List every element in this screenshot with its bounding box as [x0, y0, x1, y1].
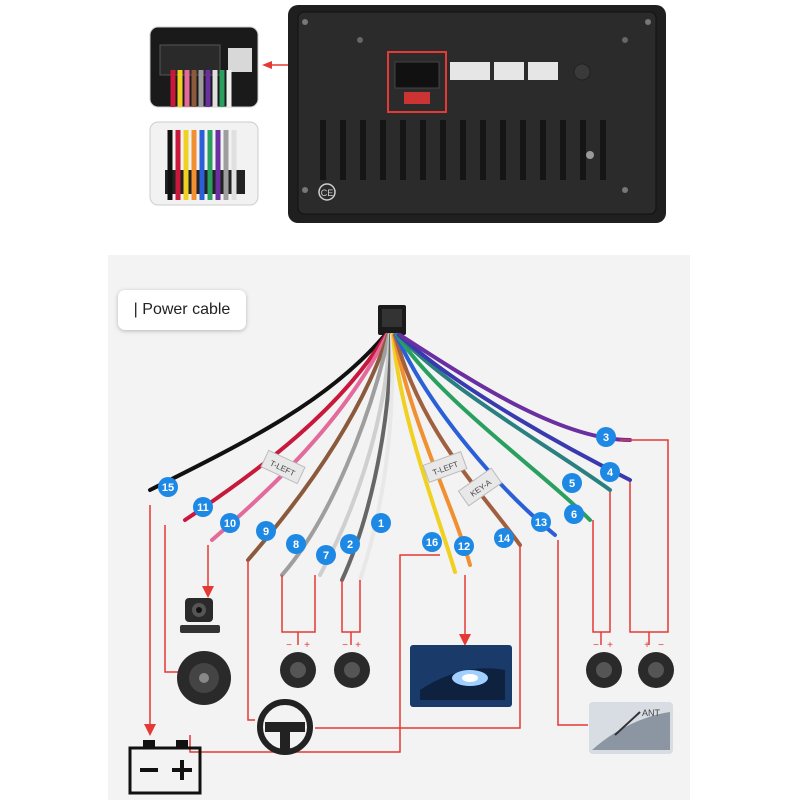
- wire-badge-10: 10: [224, 518, 236, 530]
- wire-badge-15: 15: [162, 482, 174, 494]
- wire-11-red: [183, 333, 388, 522]
- wire-badge-16: 16: [426, 537, 438, 549]
- power-cable-title: | Power cable: [118, 290, 246, 330]
- wire-1-white: [358, 333, 395, 582]
- wire-16-yellow: [391, 333, 457, 574]
- wire-badge-11: 11: [197, 502, 209, 514]
- reverse-camera-icon: [180, 598, 220, 633]
- wire-badge-8: 8: [293, 539, 299, 551]
- ce-mark: CE: [321, 188, 334, 198]
- wire-2-gray: [340, 333, 393, 582]
- battery-icon: [128, 740, 202, 795]
- svg-text:+: +: [607, 640, 613, 651]
- wire-6-green: [395, 333, 592, 522]
- svg-text:+: +: [644, 640, 650, 651]
- speaker-icon: [334, 652, 370, 688]
- routing-lines: [144, 439, 669, 753]
- speaker-icon: [586, 652, 622, 688]
- headlight-icon: [410, 645, 512, 707]
- svg-text:+: +: [355, 640, 361, 651]
- svg-text:−: −: [658, 640, 664, 651]
- head-unit-rear: CE: [288, 5, 666, 223]
- steering-wheel-icon: [257, 699, 313, 755]
- svg-text:+: +: [304, 640, 310, 651]
- wire-5-teal: [396, 333, 612, 492]
- antenna-icon: ANT: [589, 702, 673, 754]
- wire-badge-6: 6: [571, 509, 577, 521]
- speaker-icon: [280, 652, 316, 688]
- wire-15-black: [148, 333, 387, 492]
- wire-badge-3: 3: [603, 432, 609, 444]
- head-unit-rear-photo: CE: [149, 5, 666, 223]
- wire-badge-13: 13: [535, 517, 547, 529]
- wire-badge-2: 2: [347, 539, 353, 551]
- wire-badge-4: 4: [607, 467, 614, 479]
- wire-badge-9: 9: [263, 526, 269, 538]
- power-connector-highlight: [387, 51, 447, 113]
- wire-badge-7: 7: [323, 550, 329, 562]
- wire-10-pink: [210, 333, 389, 542]
- wire-badge-12: 12: [458, 541, 470, 553]
- wire-number-badges: 15 11 10 9 8 7 2 1 16 12 14 13 6 5 4 3: [158, 427, 620, 565]
- wire-badge-14: 14: [498, 533, 511, 545]
- connector-closeup-inset: [149, 26, 259, 108]
- wire-tags: T-LEFT T-LEFT KEY-A: [260, 449, 503, 507]
- wire-badge-5: 5: [569, 478, 575, 490]
- head-unit-photo-section: CE: [0, 0, 800, 240]
- svg-text:−: −: [342, 640, 348, 651]
- power-connector-plug: [378, 305, 406, 335]
- ant-label: ANT: [642, 708, 661, 718]
- wire-badge-1: 1: [378, 518, 384, 530]
- speaker-polarity-labels: − + − + − + + −: [286, 640, 664, 651]
- speaker-icon: [638, 652, 674, 688]
- wires-closeup-inset: [149, 121, 259, 206]
- svg-text:−: −: [286, 640, 292, 651]
- amplifier-icon: [177, 651, 231, 705]
- svg-text:−: −: [593, 640, 599, 651]
